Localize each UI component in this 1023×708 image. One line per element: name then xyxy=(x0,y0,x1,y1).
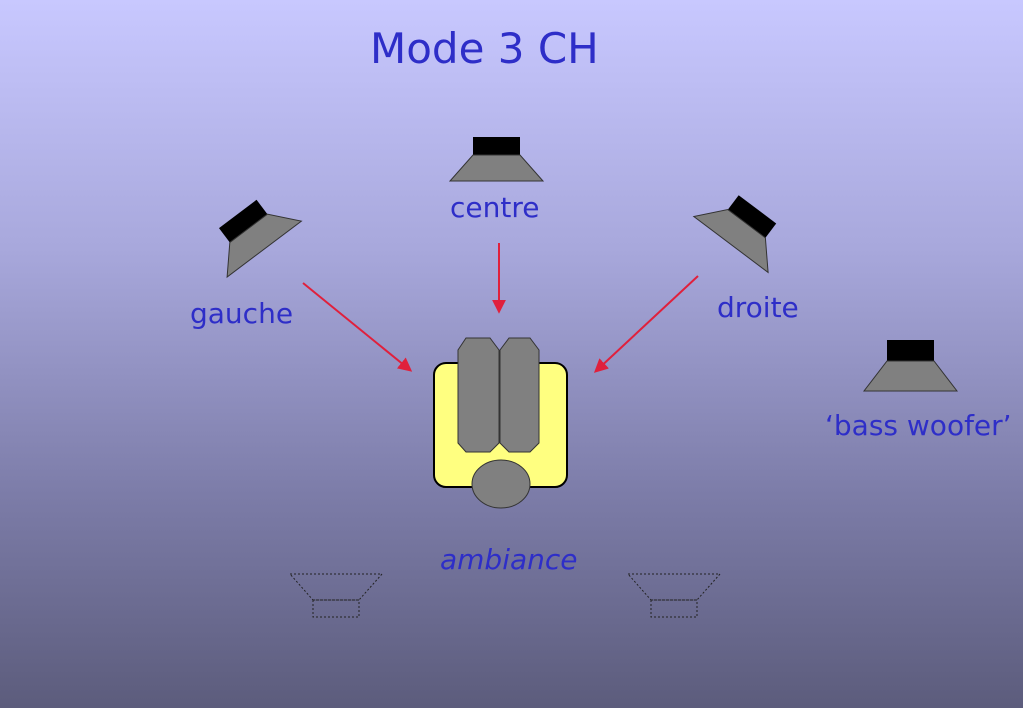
centre-speaker-icon xyxy=(448,137,545,182)
rear-left-speaker-icon xyxy=(288,573,384,618)
left-speaker-icon xyxy=(218,199,303,279)
rear-right-speaker-icon xyxy=(626,573,722,618)
bass-woofer-speaker-icon xyxy=(862,340,959,392)
gauche-label: gauche xyxy=(190,297,294,330)
centre-label: centre xyxy=(450,191,540,224)
right-speaker-icon xyxy=(692,195,777,274)
listener-seat-icon xyxy=(433,337,568,509)
arrow-droite xyxy=(593,275,699,373)
arrow-gauche xyxy=(302,282,413,372)
droite-label: droite xyxy=(717,291,799,324)
ambiance-label: ambiance xyxy=(440,543,578,576)
bass-woofer-label: ‘bass woofer’ xyxy=(825,409,1012,442)
page-title: Mode 3 CH xyxy=(370,24,599,73)
